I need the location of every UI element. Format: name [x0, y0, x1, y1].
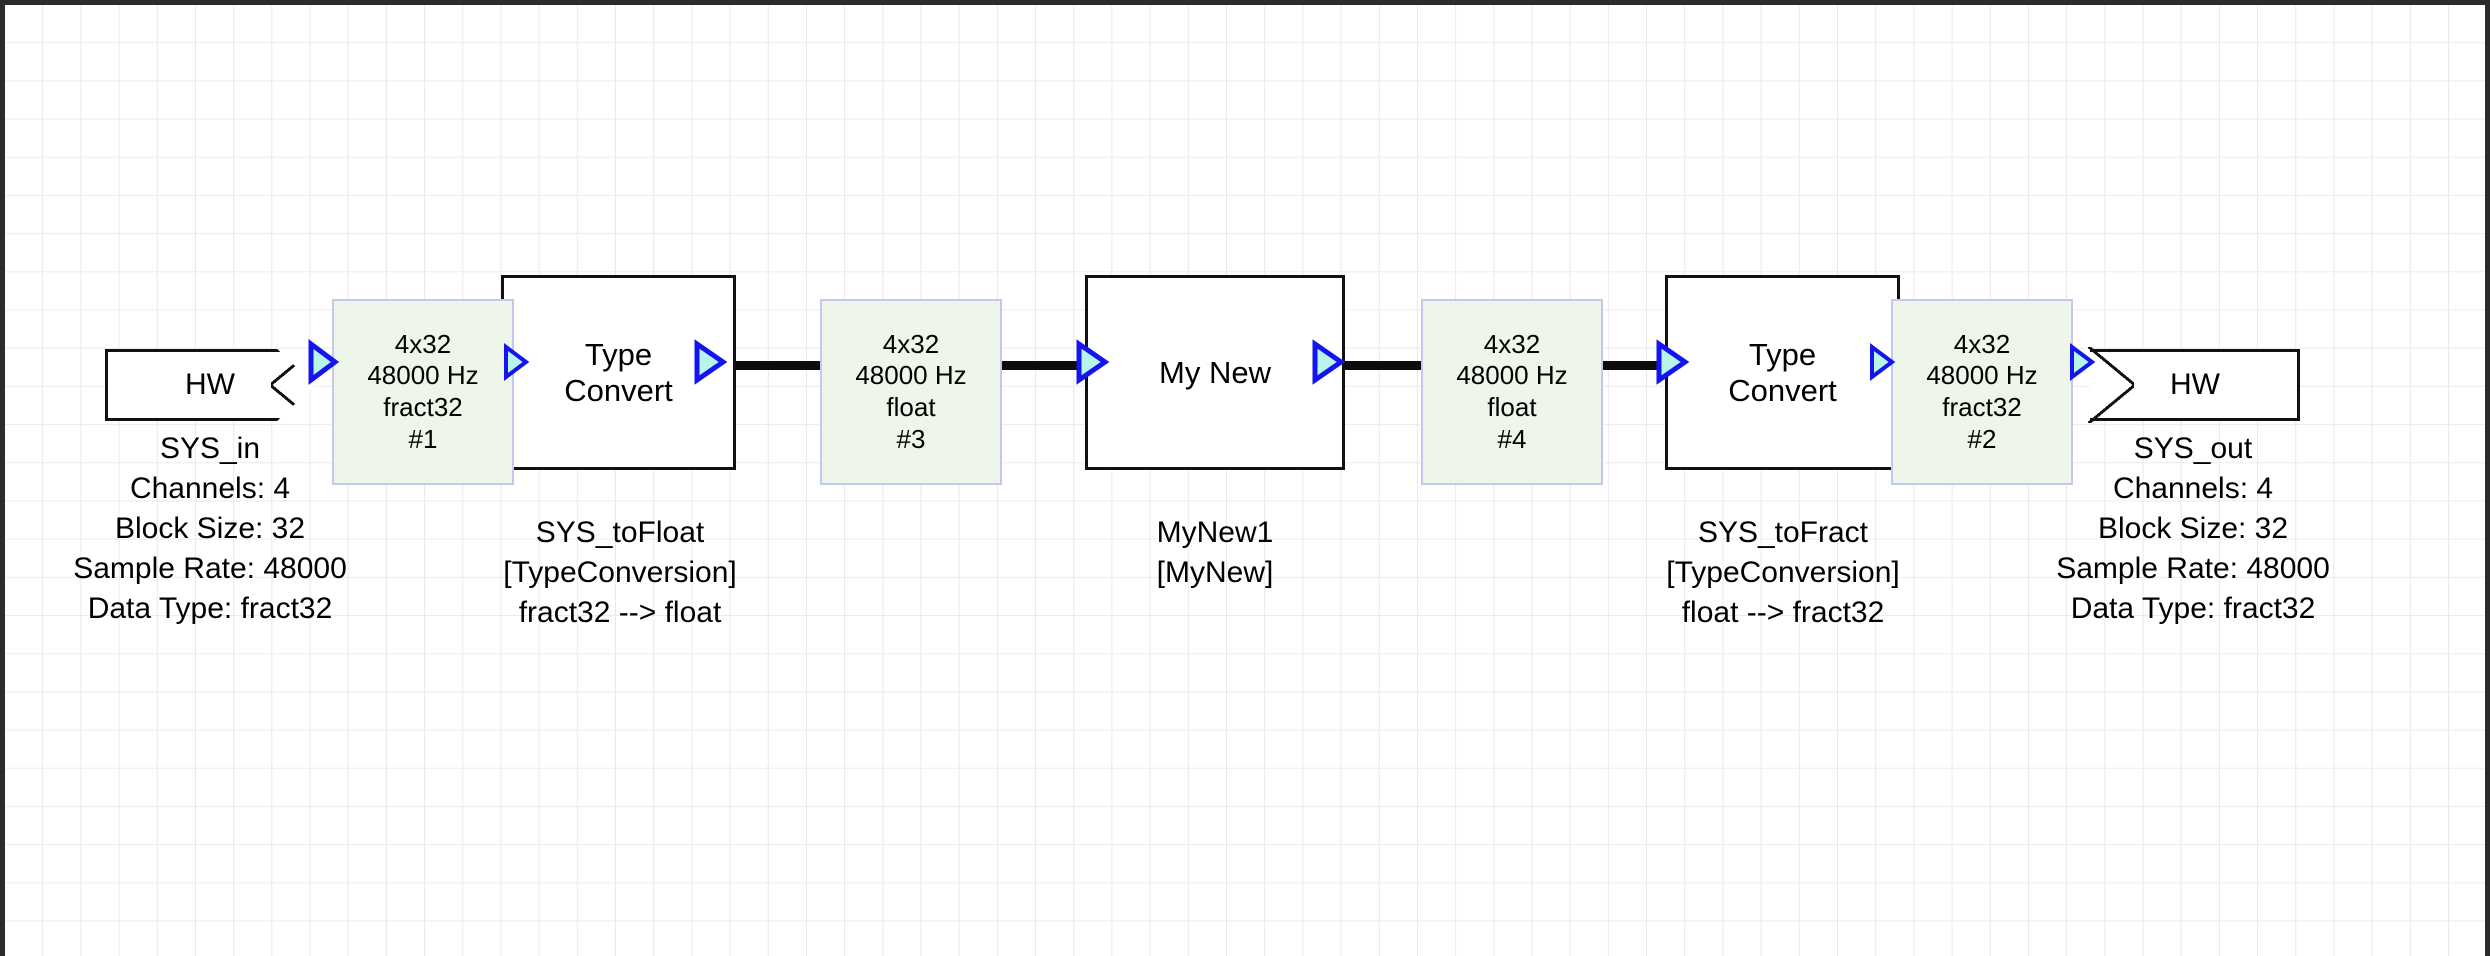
caption-sys-tofloat: SYS_toFloat [TypeConversion] fract32 -->… [503, 516, 737, 629]
caption-sys-out: SYS_out Channels: 4 Block Size: 32 Sampl… [2056, 432, 2330, 625]
signal-4-dims: 4x32 [1483, 328, 1541, 359]
port-tofract-output[interactable] [1867, 342, 1897, 382]
caption-sys-in: SYS_in Channels: 4 Block Size: 32 Sample… [73, 432, 347, 625]
signal-4-datatype: float [1487, 392, 1537, 422]
signal-box-1[interactable]: 4x32 48000 Hz fract32 #1 [332, 299, 514, 485]
port-tofloat-output[interactable] [691, 338, 729, 386]
signal-1-dims: 4x32 [394, 328, 452, 359]
port-tofract-input[interactable] [1653, 338, 1691, 386]
block-sys-in-label: HW [185, 368, 235, 401]
port-sys-in-output[interactable] [305, 338, 341, 386]
caption-mynew1: MyNew1 [MyNew] [1156, 516, 1274, 589]
signal-2-index: #2 [1967, 423, 1997, 454]
port-mynew-output[interactable] [1309, 338, 1347, 386]
wire-mynew-to-sig4[interactable] [1342, 361, 1425, 370]
wire-sig4-to-tofract[interactable] [1587, 361, 1677, 370]
block-sys-in[interactable]: HW [105, 349, 315, 421]
block-sys-tofract[interactable]: Type Convert [1665, 275, 1900, 470]
block-sys-out[interactable]: HW [2088, 347, 2300, 423]
block-mynew1-label: My New [1159, 354, 1271, 390]
block-sys-out-label: HW [2170, 368, 2220, 401]
signal-1-rate: 48000 Hz [367, 360, 479, 391]
signal-3-index: #3 [896, 423, 926, 454]
signal-1-datatype: fract32 [383, 392, 463, 422]
wire-sig3-to-mynew[interactable] [995, 361, 1087, 370]
port-mynew-input[interactable] [1073, 338, 1111, 386]
signal-box-2[interactable]: 4x32 48000 Hz fract32 #2 [1891, 299, 2073, 485]
signal-3-datatype: float [886, 392, 936, 422]
signal-2-rate: 48000 Hz [1926, 360, 2038, 391]
block-sys-tofloat-label: Type Convert [564, 337, 673, 408]
signal-2-datatype: fract32 [1942, 392, 2022, 422]
signal-4-index: #4 [1497, 423, 1527, 454]
block-sys-tofract-label: Type Convert [1728, 337, 1837, 408]
signal-4-rate: 48000 Hz [1456, 360, 1568, 391]
block-mynew1[interactable]: My New [1085, 275, 1345, 470]
signal-1-index: #1 [408, 423, 438, 454]
signal-3-rate: 48000 Hz [855, 360, 967, 391]
signal-box-4[interactable]: 4x32 48000 Hz float #4 [1421, 299, 1603, 485]
signal-2-dims: 4x32 [1953, 328, 2011, 359]
caption-sys-tofract: SYS_toFract [TypeConversion] float --> f… [1666, 516, 1900, 629]
port-tofloat-input[interactable] [501, 342, 531, 382]
signal-3-dims: 4x32 [882, 328, 940, 359]
port-sys-out-input[interactable] [2067, 342, 2097, 382]
wire-tofloat-to-sig3[interactable] [723, 361, 827, 370]
signal-box-3[interactable]: 4x32 48000 Hz float #3 [820, 299, 1002, 485]
